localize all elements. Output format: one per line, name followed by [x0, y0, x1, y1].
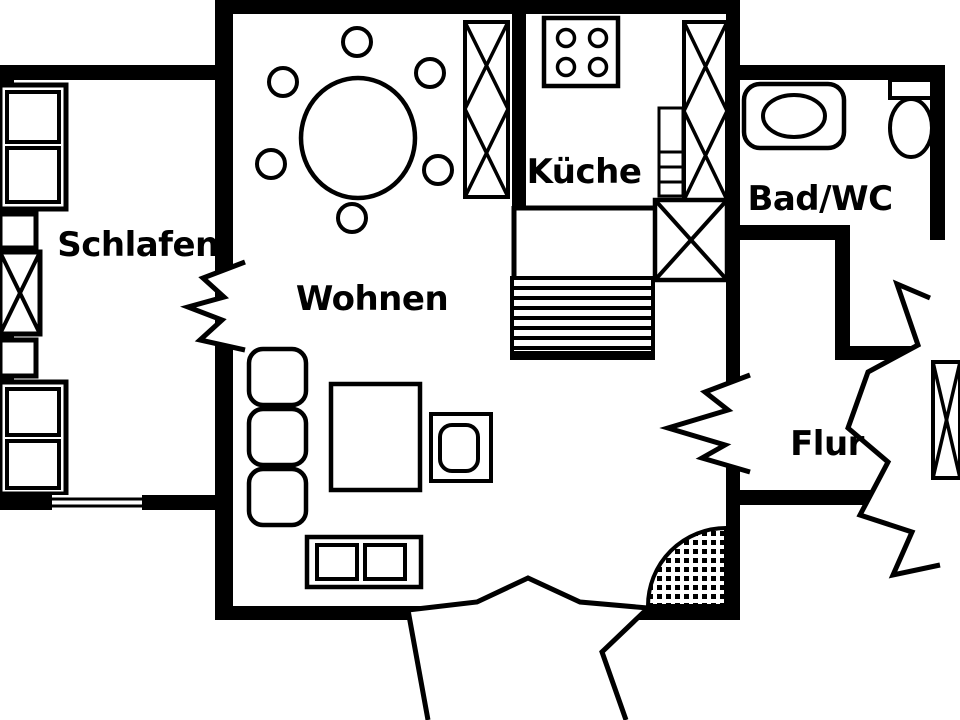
burner	[587, 27, 609, 49]
dining-chair	[422, 154, 454, 186]
room-label-schlafen: Schlafen	[57, 225, 219, 265]
round-dining-table	[298, 75, 418, 201]
corner-counter-x	[652, 197, 730, 283]
sofa	[246, 346, 309, 528]
coffee-table	[328, 381, 423, 493]
wall-bad-bottom	[726, 225, 848, 240]
room-labels: Schlafen Wohnen Küche Bad/WC Flur	[57, 152, 893, 464]
dining-chair	[267, 66, 299, 98]
wall-flur-bottom	[740, 490, 880, 505]
opening-schlafen-wohnen	[180, 259, 246, 353]
room-bad-furniture	[741, 78, 934, 159]
dining-chair	[341, 26, 373, 58]
opening-wohnen-flur	[659, 372, 751, 475]
window-flur-right	[931, 360, 960, 480]
stairs	[510, 276, 655, 360]
hatched-door-mat	[645, 525, 728, 608]
wall-schlafen-top	[0, 65, 215, 80]
tall-cabinet-wohnen	[463, 20, 510, 199]
toilet	[888, 78, 934, 159]
window-schlafen	[52, 495, 142, 510]
tv-board	[304, 534, 424, 590]
radiator	[657, 106, 685, 198]
wall-flur-corner	[835, 225, 850, 360]
burner	[555, 56, 577, 78]
room-label-kueche: Küche	[527, 152, 642, 192]
wardrobe-x	[0, 249, 43, 337]
dining-chair	[336, 202, 368, 234]
wall-bad-top	[740, 65, 945, 80]
room-schlafen-furniture	[0, 82, 142, 510]
tall-cabinet-kueche	[682, 20, 729, 202]
armchair	[429, 412, 493, 483]
room-wohnen-furniture	[246, 20, 510, 590]
opening-flur-east	[845, 279, 960, 579]
dining-chair	[414, 57, 446, 89]
dining-set	[255, 26, 454, 234]
room-label-wohnen: Wohnen	[296, 279, 448, 319]
burner	[555, 27, 577, 49]
stove	[541, 15, 621, 89]
opening-wohnen-south	[405, 575, 654, 720]
nightstand-bottom	[0, 337, 39, 379]
kitchen-boundary-lines	[511, 205, 657, 280]
room-label-bad: Bad/WC	[747, 179, 892, 219]
dining-chair	[255, 148, 287, 180]
wall-top	[215, 0, 740, 14]
burner	[587, 56, 609, 78]
washbasin	[741, 81, 847, 151]
wall-bad-right	[930, 65, 945, 240]
bed-top	[0, 82, 69, 212]
room-label-flur: Flur	[790, 424, 865, 464]
nightstand-top	[0, 211, 39, 251]
bed-bottom	[0, 379, 69, 497]
room-kueche-furniture	[541, 15, 730, 283]
wall-kueche-divider	[512, 14, 526, 206]
wall-openings	[180, 259, 960, 720]
